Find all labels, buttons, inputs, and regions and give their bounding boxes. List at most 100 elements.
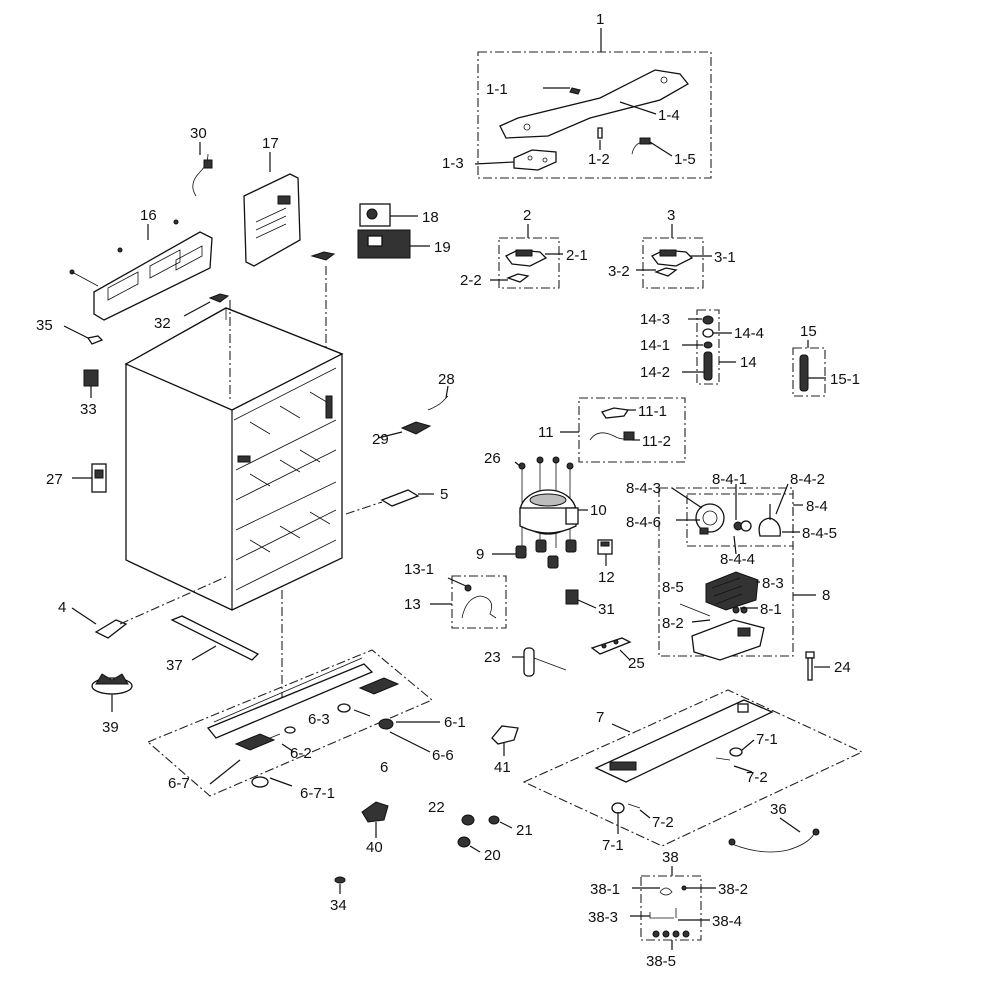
label-23: 23 [484, 649, 501, 666]
part-22 [461, 814, 475, 826]
label-3-2: 3-2 [608, 263, 630, 280]
part-40 [361, 801, 389, 838]
label-1-4: 1-4 [658, 107, 680, 124]
label-2: 2 [523, 207, 531, 224]
label-20: 20 [484, 847, 501, 864]
part-4 [71, 575, 229, 639]
label-40: 40 [366, 839, 383, 856]
label-28: 28 [438, 371, 455, 388]
part-27 [72, 463, 107, 493]
label-4: 4 [58, 599, 66, 616]
label-38-2: 38-2 [718, 881, 748, 898]
part-19 [357, 229, 430, 259]
label-27: 27 [46, 471, 63, 488]
part-37 [170, 615, 260, 661]
label-6-7-1: 6-7-1 [300, 785, 335, 802]
part-36 [728, 817, 820, 853]
label-12: 12 [598, 569, 615, 586]
label-6-6: 6-6 [432, 747, 454, 764]
label-1: 1 [596, 11, 604, 28]
part-23 [512, 647, 567, 677]
label-7: 7 [596, 709, 604, 726]
label-34: 34 [330, 897, 347, 914]
part-5 [345, 489, 434, 515]
label-1-1: 1-1 [486, 81, 508, 98]
label-16: 16 [140, 207, 157, 224]
part-21 [488, 815, 513, 829]
label-38-4: 38-4 [712, 913, 742, 930]
label-13-1: 13-1 [404, 561, 434, 578]
assembly-8 [658, 483, 816, 661]
label-8-5: 8-5 [662, 579, 684, 596]
label-35: 35 [36, 317, 53, 334]
label-8-4-5: 8-4-5 [802, 525, 837, 542]
label-15-1: 15-1 [830, 371, 860, 388]
cabinet-body [124, 266, 344, 611]
label-14-3: 14-3 [640, 311, 670, 328]
part-30 [192, 142, 213, 197]
label-37: 37 [166, 657, 183, 674]
label-32: 32 [154, 315, 171, 332]
part-29 [377, 421, 432, 439]
assembly-7 [522, 689, 864, 847]
label-5: 5 [440, 486, 448, 503]
label-8-2: 8-2 [662, 615, 684, 632]
label-8-4-2: 8-4-2 [790, 471, 825, 488]
label-38-1: 38-1 [590, 881, 620, 898]
label-14: 14 [740, 354, 757, 371]
part-hinge-top-right [310, 251, 336, 261]
label-38: 38 [662, 849, 679, 866]
label-3: 3 [667, 207, 675, 224]
label-17: 17 [262, 135, 279, 152]
label-31: 31 [598, 601, 615, 618]
label-8-1: 8-1 [760, 601, 782, 618]
part-25 [590, 637, 632, 661]
assembly-38 [630, 866, 716, 950]
label-18: 18 [422, 209, 439, 226]
label-1-3: 1-3 [442, 155, 464, 172]
label-25: 25 [628, 655, 645, 672]
label-7-2-a: 7-2 [746, 769, 768, 786]
label-1-5: 1-5 [674, 151, 696, 168]
label-1-2: 1-2 [588, 151, 610, 168]
label-6-2: 6-2 [290, 745, 312, 762]
label-11: 11 [538, 424, 554, 441]
assembly-3-hinge [636, 224, 712, 289]
part-16-cover [69, 219, 213, 321]
label-29: 29 [372, 431, 389, 448]
label-6: 6 [380, 759, 388, 776]
part-39 [91, 673, 133, 712]
part-33 [83, 369, 99, 398]
label-24: 24 [834, 659, 851, 676]
part-35 [63, 325, 104, 345]
label-9: 9 [476, 546, 484, 563]
part-18 [359, 203, 418, 227]
assembly-15 [792, 340, 826, 397]
part-31 [565, 589, 597, 609]
label-13: 13 [404, 596, 421, 613]
assembly-14 [682, 309, 736, 385]
label-8-4-1: 8-4-1 [712, 471, 747, 488]
label-15: 15 [800, 323, 817, 340]
label-8-3: 8-3 [762, 575, 784, 592]
part-12 [597, 539, 613, 566]
part-20 [457, 836, 481, 853]
label-3-1: 3-1 [714, 249, 736, 266]
label-21: 21 [516, 822, 533, 839]
label-7-1-b: 7-1 [602, 837, 624, 854]
label-2-2: 2-2 [460, 272, 482, 289]
label-6-1: 6-1 [444, 714, 466, 731]
assembly-11 [560, 397, 686, 463]
label-8-4-3: 8-4-3 [626, 480, 661, 497]
part-24 [805, 651, 830, 681]
label-38-3: 38-3 [588, 909, 618, 926]
label-14-1: 14-1 [640, 337, 670, 354]
part-34 [334, 876, 346, 894]
part-41 [491, 725, 519, 756]
part-32 [183, 293, 230, 317]
label-38-5: 38-5 [646, 953, 676, 970]
compressor-assembly [492, 456, 588, 569]
label-8: 8 [822, 587, 830, 604]
label-7-2-b: 7-2 [652, 814, 674, 831]
